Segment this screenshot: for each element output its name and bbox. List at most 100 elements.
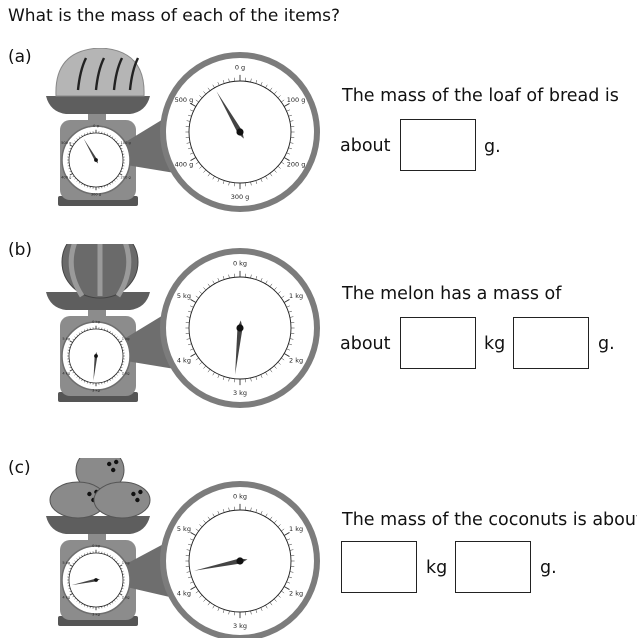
small-dial-tick [78, 332, 81, 335]
big-dial-tick [203, 598, 207, 602]
big-dial-tick [273, 598, 277, 602]
coconut-eye [138, 489, 143, 495]
big-dial-tick [260, 374, 263, 378]
part-b-kg-box[interactable] [400, 317, 476, 369]
part-c-grams-box[interactable] [455, 541, 531, 593]
big-dial-tick [195, 357, 199, 361]
small-dial-tick [84, 604, 86, 607]
small-dial-tick [81, 554, 83, 557]
small-dial-tick [68, 168, 71, 170]
small-dial-tick [111, 136, 114, 139]
small-dial-tick [74, 560, 77, 563]
small-dial-tick [109, 379, 111, 382]
scale-pan [46, 292, 150, 310]
big-dial-tick [212, 280, 215, 284]
small-dial-tick [121, 570, 124, 572]
big-dial-tick [281, 528, 285, 532]
small-dial-tick [113, 599, 116, 602]
coconut-icon [93, 481, 151, 519]
small-dial-label: 3 kg [92, 613, 100, 617]
small-dial-tick [76, 334, 79, 337]
coconut-eye [114, 459, 119, 465]
small-dial-tick [119, 593, 123, 596]
big-dial-tick [203, 365, 207, 369]
big-dial-label: 2 kg [289, 590, 303, 598]
small-dial-label: 100 g [121, 141, 131, 145]
small-dial-tick [115, 140, 118, 143]
big-dial-tick [288, 576, 292, 579]
big-dial-tick [269, 516, 273, 520]
small-dial-tick [120, 366, 123, 368]
big-dial-label: 0 kg [233, 493, 247, 501]
big-dial-tick [283, 532, 290, 536]
small-dial-label: 0 kg [92, 320, 100, 324]
melon-stripe [68, 244, 85, 298]
small-dial-tick [69, 593, 73, 596]
big-dial-tick [188, 576, 192, 579]
big-dial-hub [236, 324, 244, 332]
small-dial-tick [84, 329, 86, 332]
bread-score-mark [76, 57, 88, 91]
big-dial-tick [188, 343, 192, 346]
big-dial-tick [265, 84, 268, 88]
big-dial-needle [216, 91, 244, 139]
small-dial-tick [113, 179, 116, 182]
big-dial-tick [217, 607, 220, 611]
small-dial-hub [94, 578, 98, 582]
big-dial-tick [217, 374, 220, 378]
big-dial-tick [222, 609, 225, 613]
big-dial-tick [222, 509, 225, 513]
small-dial-label: 5 kg [62, 561, 70, 565]
small-dial-tick [104, 605, 106, 608]
part-b-grams-box[interactable] [513, 317, 589, 369]
small-dial-tick [117, 562, 120, 565]
big-dial-tick [190, 348, 194, 351]
small-dial-tick [86, 185, 88, 188]
part-a-grams-box[interactable] [400, 119, 476, 171]
big-dial-label: 300 g [231, 193, 250, 201]
big-dial-tick [195, 528, 199, 532]
small-dial-tick [109, 330, 111, 333]
part-c-unit-kg: kg [426, 558, 448, 578]
big-dial-tick [186, 571, 191, 573]
small-dial-tick [86, 381, 88, 384]
big-dial-tick [289, 316, 294, 318]
big-dial-tick [269, 602, 273, 606]
small-dial-tick [78, 181, 81, 184]
big-dial-tick [269, 283, 273, 287]
big-dial-tick [265, 176, 268, 180]
big-dial-tick [288, 543, 292, 546]
big-dial-tick [277, 165, 281, 169]
small-dial-tick [113, 138, 116, 141]
big-dial-tick [207, 283, 211, 287]
small-dial-tick [109, 554, 111, 557]
small-dial-tick [81, 134, 83, 137]
big-dial-tick [273, 91, 277, 95]
small-dial-tick [119, 369, 123, 372]
big-dial-tick [273, 169, 277, 173]
big-dial-tick [207, 602, 211, 606]
small-dial-label: 4 kg [62, 595, 70, 599]
part-a-unit-g: g. [484, 137, 501, 157]
big-dial-tick [286, 348, 290, 351]
small-dial-tick [119, 564, 123, 567]
small-dial-tick [117, 371, 120, 374]
small-dial-tick [72, 142, 75, 145]
big-dial-tick [190, 152, 194, 155]
part-b-unit-kg: kg [484, 334, 506, 354]
small-dial-tick [120, 148, 123, 150]
big-dial-label: 200 g [287, 161, 306, 169]
big-dial-tick [190, 538, 194, 541]
part-c-kg-box[interactable] [341, 541, 417, 593]
small-dial-tick [74, 373, 77, 376]
small-dial-label: 300 g [91, 193, 101, 197]
big-dial-tick [255, 509, 258, 513]
big-dial-tick [203, 169, 207, 173]
big-dial-tick [281, 295, 285, 299]
small-dial-tick [121, 168, 124, 170]
small-dial-label: 4 kg [62, 371, 70, 375]
big-dial-label: 4 kg [177, 590, 191, 598]
big-dial-tick [217, 82, 220, 86]
small-dial-label: 1 kg [122, 337, 130, 341]
part-a-about: about [340, 136, 391, 156]
